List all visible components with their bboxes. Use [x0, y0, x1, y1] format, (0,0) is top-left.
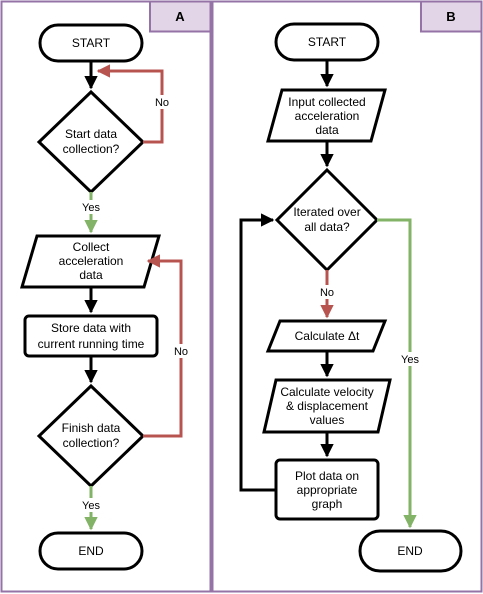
panel-b-calc-velocity-node: [262, 378, 392, 434]
panel-b-iterate-no-label: No: [320, 287, 334, 299]
panel-a-start-no-bg: [152, 95, 172, 109]
panel-a-finish-decision-line-1: Finish data: [62, 421, 121, 435]
panel-a-finish-decision-line-2: collection?: [63, 436, 120, 450]
panel-b-end-label: END: [397, 544, 423, 558]
panel-a-finish-yes-bg: [79, 498, 103, 512]
panel-b-loop-back-arrow: [239, 213, 276, 492]
panel-a-label: A: [175, 9, 185, 24]
panel-a-finish-yes-label: Yes: [82, 500, 100, 512]
panel-b-iterate-line-2: all data?: [304, 220, 350, 234]
panel-a-finish-no-bg: [171, 344, 191, 358]
panel-a-collect-line-2: acceleration: [59, 254, 124, 268]
panel-a-start-decision-line-1: Start data: [65, 127, 117, 141]
panel-b-input-line-3: data: [315, 123, 339, 137]
panel-b-input-node: [266, 88, 387, 143]
panel-a-end-terminal: [38, 531, 144, 571]
panel-a-collect-line-1: Collect: [73, 240, 110, 254]
panel-a-store-line-1: Store data with: [51, 321, 131, 335]
panel-b-iterate-yes-arrow: [377, 218, 417, 529]
panel-a-start-decision-line-2: collection?: [63, 142, 120, 156]
panel-b-tab: [420, 0, 483, 33]
panel-a-start-label: START: [72, 36, 111, 50]
panel-a-frame: [0, 0, 212, 593]
panel-b-calc-dt-label: Calculate Δt: [295, 329, 360, 343]
panel-b-calc-velocity-line-3: values: [310, 413, 345, 427]
panel-b-calc-velocity-line-2: & displacement: [286, 399, 369, 413]
panel-b-calc-velocity-line-1: Calculate velocity: [280, 385, 373, 399]
panel-b-start-label: START: [308, 35, 347, 49]
panel-a-tab: [149, 0, 212, 33]
panel-b-label: B: [446, 9, 455, 24]
panel-a-start-no-label: No: [155, 97, 169, 109]
panel-b-iterate-no-bg: [317, 285, 337, 299]
panel-a-store-line-2: current running time: [38, 337, 145, 351]
panel-a-collect-node: [19, 234, 162, 289]
panel-b-frame: [211, 0, 483, 593]
panel-b-iterate-line-1: Iterated over: [293, 205, 360, 219]
panel-a-end-label: END: [78, 544, 104, 558]
panel-b-plot-line-2: appropriate: [297, 483, 358, 497]
panel-b-plot-line-1: Plot data on: [295, 469, 359, 483]
panel-b-input-line-1: Input collected: [288, 95, 365, 109]
panel-b-end-terminal: [358, 529, 463, 573]
panel-b-calc-dt-node: [265, 319, 388, 353]
panel-a-finish-no-label: No: [174, 346, 188, 358]
panel-a-start-yes-bg: [79, 200, 103, 214]
panel-b-input-line-2: acceleration: [295, 109, 360, 123]
panel-b-iterate-yes-bg: [398, 352, 422, 366]
panel-a-start-yes-label: Yes: [82, 202, 100, 214]
panel-a-collect-line-3: data: [79, 268, 103, 282]
panel-b-plot-line-3: graph: [312, 497, 343, 511]
panel-b-iterate-yes-label: Yes: [401, 354, 419, 366]
